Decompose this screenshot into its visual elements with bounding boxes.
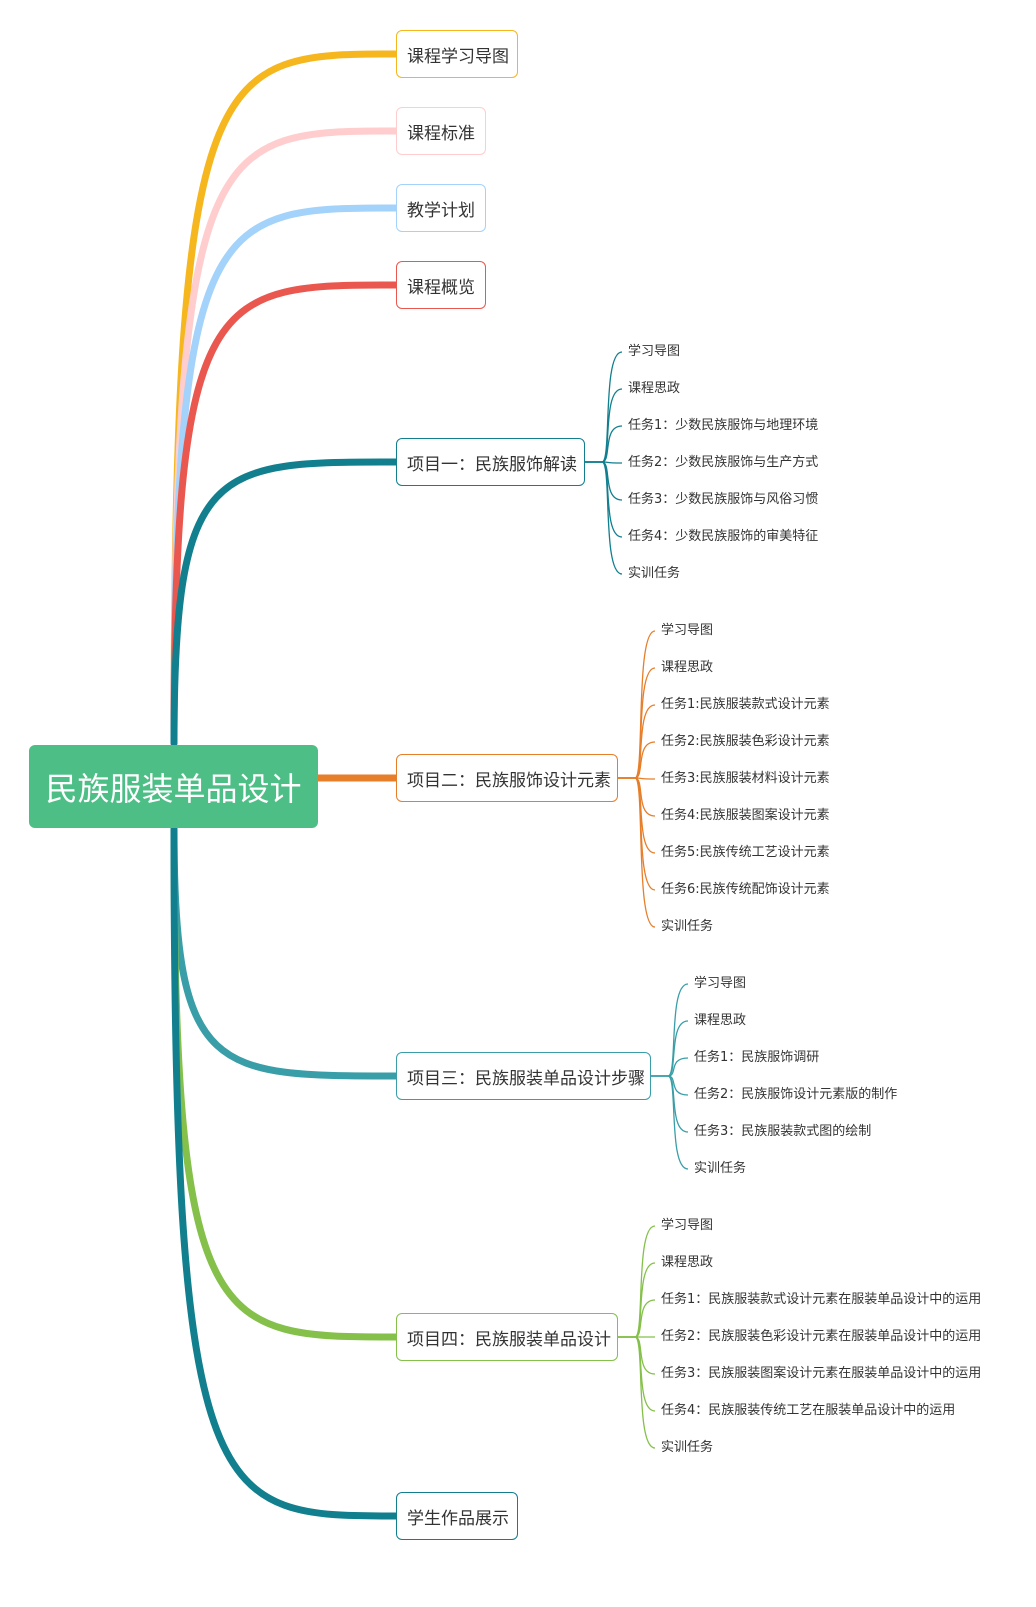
sub-connector bbox=[618, 741, 656, 779]
sub-connector bbox=[618, 777, 656, 891]
subtopic[interactable]: 任务2：少数民族服饰与生产方式 bbox=[628, 455, 819, 470]
sub-connector bbox=[585, 461, 623, 575]
subtopic[interactable]: 实训任务 bbox=[661, 919, 714, 934]
subtopic[interactable]: 学习导图 bbox=[661, 1218, 714, 1233]
subtopic[interactable]: 任务3：少数民族服饰与风俗习惯 bbox=[628, 492, 819, 507]
subtopic[interactable]: 课程思政 bbox=[628, 381, 681, 396]
sub-connector bbox=[618, 777, 656, 928]
branch-connector bbox=[170, 825, 400, 1080]
root-topic[interactable]: 民族服装单品设计 bbox=[29, 745, 318, 828]
branch-connector bbox=[170, 50, 400, 747]
sub-connector bbox=[585, 425, 623, 463]
branch-topic[interactable]: 课程标准 bbox=[396, 107, 486, 155]
subtopic[interactable]: 学习导图 bbox=[661, 623, 714, 638]
sub-connector bbox=[585, 351, 623, 463]
branch-connector bbox=[170, 825, 400, 1520]
subtopic[interactable]: 课程思政 bbox=[661, 1255, 714, 1270]
sub-connector bbox=[618, 1299, 656, 1338]
subtopic[interactable]: 任务2:民族服装色彩设计元素 bbox=[661, 734, 830, 749]
subtopic[interactable]: 任务4:民族服装图案设计元素 bbox=[661, 808, 830, 823]
subtopic[interactable]: 任务3：民族服装图案设计元素在服装单品设计中的运用 bbox=[661, 1366, 982, 1381]
sub-connector bbox=[618, 1336, 656, 1375]
sub-connector bbox=[651, 983, 689, 1077]
subtopic[interactable]: 任务5:民族传统工艺设计元素 bbox=[661, 845, 830, 860]
subtopic[interactable]: 任务1：少数民族服饰与地理环境 bbox=[628, 418, 819, 433]
sub-connector bbox=[618, 1225, 656, 1338]
sub-connector bbox=[651, 1057, 689, 1077]
branch-topic[interactable]: 项目二：民族服饰设计元素 bbox=[396, 754, 618, 802]
subtopic[interactable]: 实训任务 bbox=[628, 566, 681, 581]
sub-connector bbox=[585, 461, 623, 538]
subtopic[interactable]: 学习导图 bbox=[694, 976, 747, 991]
branch-topic[interactable]: 课程概览 bbox=[396, 261, 486, 309]
sub-connector bbox=[618, 1336, 656, 1412]
subtopic[interactable]: 任务1：民族服饰调研 bbox=[694, 1050, 820, 1065]
branch-topic[interactable]: 项目三：民族服装单品设计步骤 bbox=[396, 1052, 651, 1100]
sub-connector bbox=[618, 630, 656, 779]
sub-connector bbox=[651, 1075, 689, 1133]
subtopic[interactable]: 任务3:民族服装材料设计元素 bbox=[661, 771, 830, 786]
branch-topic[interactable]: 项目四：民族服装单品设计 bbox=[396, 1313, 618, 1361]
subtopic[interactable]: 任务3：民族服装款式图的绘制 bbox=[694, 1124, 872, 1139]
sub-connector bbox=[651, 1075, 689, 1096]
branch-connector bbox=[170, 127, 400, 747]
subtopic[interactable]: 课程思政 bbox=[694, 1013, 747, 1028]
subtopic[interactable]: 任务2：民族服装色彩设计元素在服装单品设计中的运用 bbox=[661, 1329, 982, 1344]
subtopic[interactable]: 任务1:民族服装款式设计元素 bbox=[661, 697, 830, 712]
branch-connector bbox=[170, 825, 400, 1341]
sub-connector bbox=[651, 1075, 689, 1170]
subtopic[interactable]: 任务4：民族服装传统工艺在服装单品设计中的运用 bbox=[661, 1403, 956, 1418]
subtopic[interactable]: 任务4：少数民族服饰的审美特征 bbox=[628, 529, 819, 544]
subtopic[interactable]: 任务6:民族传统配饰设计元素 bbox=[661, 882, 830, 897]
sub-connector bbox=[618, 1336, 656, 1449]
branch-connector bbox=[170, 458, 400, 747]
branch-topic[interactable]: 课程学习导图 bbox=[396, 30, 518, 78]
sub-connector bbox=[618, 777, 656, 854]
sub-connector bbox=[618, 667, 656, 779]
sub-connector bbox=[618, 1262, 656, 1338]
subtopic[interactable]: 学习导图 bbox=[628, 344, 681, 359]
branch-connector bbox=[170, 281, 400, 747]
subtopic[interactable]: 任务1：民族服装款式设计元素在服装单品设计中的运用 bbox=[661, 1292, 982, 1307]
subtopic[interactable]: 课程思政 bbox=[661, 660, 714, 675]
branch-topic[interactable]: 教学计划 bbox=[396, 184, 486, 232]
sub-connector bbox=[585, 388, 623, 463]
sub-connector bbox=[618, 704, 656, 779]
sub-connector bbox=[618, 777, 656, 817]
sub-connector bbox=[585, 461, 623, 501]
subtopic[interactable]: 任务2：民族服饰设计元素版的制作 bbox=[694, 1087, 898, 1102]
branch-topic[interactable]: 项目一：民族服饰解读 bbox=[396, 438, 585, 486]
sub-connector bbox=[651, 1020, 689, 1077]
subtopic[interactable]: 实训任务 bbox=[661, 1440, 714, 1455]
subtopic[interactable]: 实训任务 bbox=[694, 1161, 747, 1176]
branch-topic[interactable]: 学生作品展示 bbox=[396, 1492, 518, 1540]
